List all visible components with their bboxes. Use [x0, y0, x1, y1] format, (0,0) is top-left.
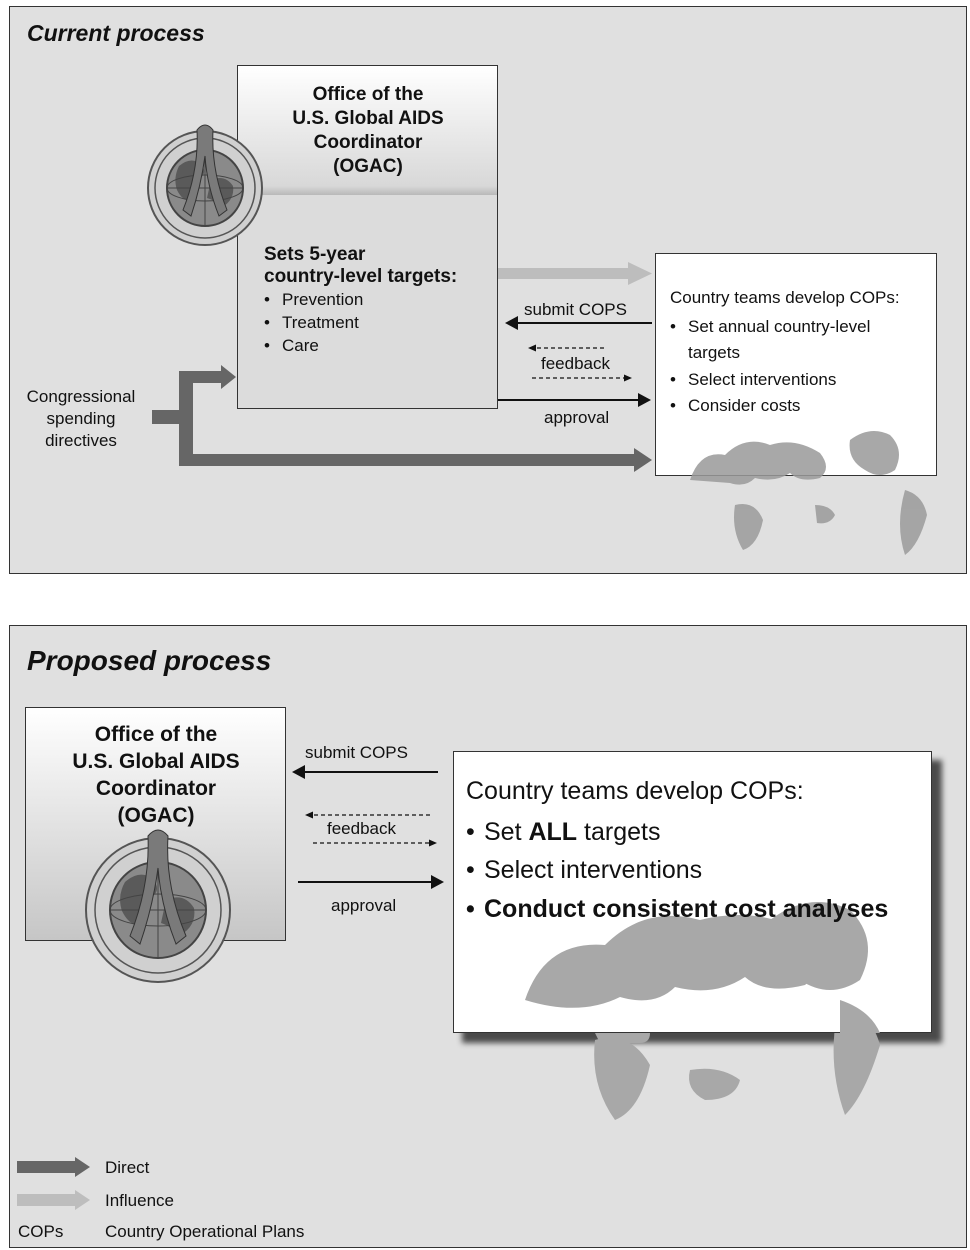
list-item: Consider costs — [668, 393, 903, 420]
list-item: Conduct consistent cost analyses — [464, 890, 888, 929]
proposed-ogac-title: Office of the U.S. Global AIDS Coordinat… — [72, 723, 240, 827]
congress-direct-arrows — [152, 365, 652, 472]
influence-arrow — [498, 262, 652, 285]
current-submit-label: submit COPS — [524, 300, 627, 319]
current-ogac-title: Office of the U.S. Global AIDS Coordinat… — [292, 84, 444, 177]
list-item: Set ALL targets — [464, 813, 888, 852]
current-country-heading: Country teams develop COPs: — [670, 288, 900, 307]
proposed-country-list: Set ALL targets Select interventions Con… — [464, 813, 888, 928]
proposed-approval-arrow — [298, 875, 444, 889]
legend-direct-label: Direct — [105, 1158, 150, 1177]
list-item: Treatment — [262, 312, 363, 335]
legend-influence-label: Influence — [105, 1191, 174, 1210]
proposed-country-heading: Country teams develop COPs: — [466, 777, 804, 805]
legend-influence-arrow — [17, 1190, 90, 1210]
proposed-submit-arrow — [292, 765, 438, 779]
list-item: Select interventions — [668, 367, 903, 394]
approval-arrow — [498, 393, 651, 407]
proposed-feedback-arrows — [305, 811, 437, 847]
proposed-process-title: Proposed process — [27, 645, 272, 676]
proposed-submit-label: submit COPS — [305, 743, 408, 762]
list-item: Select interventions — [464, 851, 888, 890]
submit-arrow — [505, 316, 652, 330]
legend-direct-arrow — [17, 1157, 90, 1177]
current-feedback-label: feedback — [541, 354, 610, 373]
list-item: Prevention — [262, 289, 363, 312]
current-approval-label: approval — [544, 408, 610, 427]
list-item: Care — [262, 335, 363, 358]
feedback-arrows — [528, 344, 632, 382]
proposed-feedback-label: feedback — [327, 819, 396, 838]
current-country-list: Set annual country-level targets Select … — [668, 314, 903, 420]
list-item: Set annual country-level targets — [668, 314, 903, 367]
legend-abbr-definition: Country Operational Plans — [105, 1222, 305, 1241]
current-targets-list: Prevention Treatment Care — [262, 289, 363, 358]
current-targets-heading: Sets 5-year country-level targets: — [264, 244, 458, 287]
proposed-approval-label: approval — [331, 896, 397, 915]
legend-abbr: COPs — [18, 1222, 64, 1241]
congress-directives-label: Congressional spending directives — [26, 387, 136, 450]
current-process-title: Current process — [27, 20, 205, 46]
